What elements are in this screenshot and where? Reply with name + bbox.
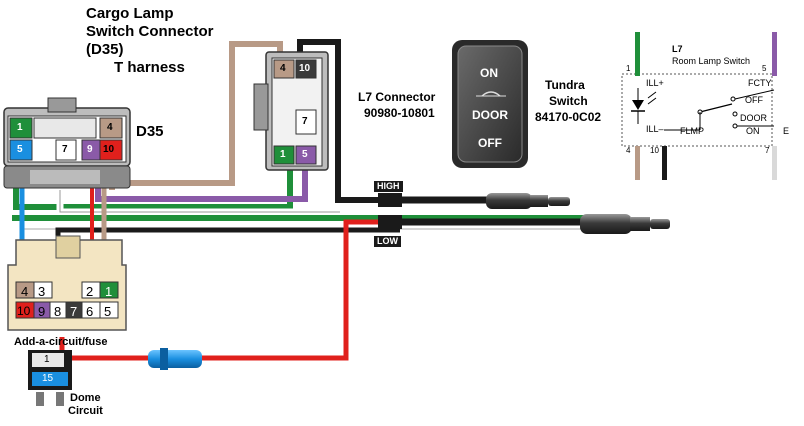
switch-title: Tundra xyxy=(545,78,585,92)
fuse-top-label: 1 xyxy=(44,354,50,365)
schematic-pin: 5 xyxy=(762,64,767,73)
d35-pin: 9 xyxy=(87,144,93,155)
d35-pin: 1 xyxy=(17,122,23,133)
d35-connector xyxy=(3,97,131,189)
aac-pin: 1 xyxy=(105,284,113,299)
aac-pin: 5 xyxy=(104,304,112,319)
add-a-circuit-label: Add-a-circuit/fuse xyxy=(14,336,108,348)
fuse-bottom-label: 15 xyxy=(42,373,54,384)
l7-pin: 1 xyxy=(280,149,286,160)
add-a-circuit xyxy=(7,235,127,331)
schematic-ill-plus: ILL+ xyxy=(646,78,664,88)
wires xyxy=(12,39,590,361)
l7-connector xyxy=(253,51,329,171)
black-wire-low xyxy=(55,227,400,236)
schematic-title: L7 xyxy=(672,44,683,54)
title-line-3: (D35) xyxy=(86,41,124,58)
room-lamp-schematic xyxy=(621,32,777,180)
low-tag: LOW xyxy=(374,236,401,247)
title-line-1: Cargo Lamp xyxy=(86,5,174,22)
title-line-4: T harness xyxy=(114,59,185,76)
aac-pin: 7 xyxy=(70,304,78,319)
dome-circuit-label-2: Circuit xyxy=(68,405,103,417)
switch-off-label: OFF xyxy=(478,136,502,150)
schematic-pin: 7 xyxy=(765,146,770,155)
d35-pin: 7 xyxy=(62,144,68,155)
switch-on-label: ON xyxy=(480,66,498,80)
l7-connector-title: L7 Connector xyxy=(358,90,436,104)
inline-fuse-holder xyxy=(148,348,202,370)
aac-pin: 3 xyxy=(38,284,46,299)
schematic-pin: 4 xyxy=(626,146,631,155)
aac-pin: 4 xyxy=(21,284,29,299)
tundra-switch-graphic xyxy=(452,40,528,168)
schematic-pin: 10 xyxy=(650,146,659,155)
d35-pin: 10 xyxy=(103,144,115,155)
schematic-pin: 1 xyxy=(626,64,631,73)
l7-pin: 10 xyxy=(299,63,311,74)
switch-part: 84170-0C02 xyxy=(535,110,602,124)
title-line-2: Switch Connector xyxy=(86,23,214,40)
aac-pin: 9 xyxy=(38,304,46,319)
schematic-ill-minus: ILL– xyxy=(646,124,664,134)
schematic-door: DOOR xyxy=(740,113,767,123)
d35-pin: 5 xyxy=(17,144,23,155)
schematic-fcty: FCTY xyxy=(748,78,772,88)
green-wire-l7 xyxy=(13,166,293,210)
add-a-circuit-fuse xyxy=(28,350,72,406)
schematic-on: ON xyxy=(746,126,760,136)
d35-pin: 4 xyxy=(107,122,113,133)
d35-label: D35 xyxy=(136,123,164,140)
aac-pin: 8 xyxy=(54,304,62,319)
black-wire-high xyxy=(297,39,400,203)
l7-pin: 5 xyxy=(302,149,308,160)
switch-door-label: DOOR xyxy=(472,108,508,122)
high-tag: HIGH xyxy=(374,181,403,192)
schematic-e: E xyxy=(783,126,790,136)
purple-wire-l7 xyxy=(95,166,308,202)
schematic-off: OFF xyxy=(745,95,763,105)
white-wire-1-edge xyxy=(59,190,340,213)
switch-title-2: Switch xyxy=(549,94,588,108)
l7-pin: 7 xyxy=(302,116,308,127)
aac-pin: 6 xyxy=(86,304,94,319)
aac-pin: 2 xyxy=(86,284,94,299)
dome-circuit-label-1: Dome xyxy=(70,392,101,404)
l7-connector-part: 90980-10801 xyxy=(364,106,435,120)
plugs xyxy=(378,193,670,234)
schematic-subtitle: Room Lamp Switch xyxy=(672,56,751,66)
aac-pin: 10 xyxy=(17,304,31,318)
red-wire-main xyxy=(200,219,400,361)
l7-pin: 4 xyxy=(280,63,286,74)
schematic-flmp: FLMP xyxy=(680,126,705,136)
